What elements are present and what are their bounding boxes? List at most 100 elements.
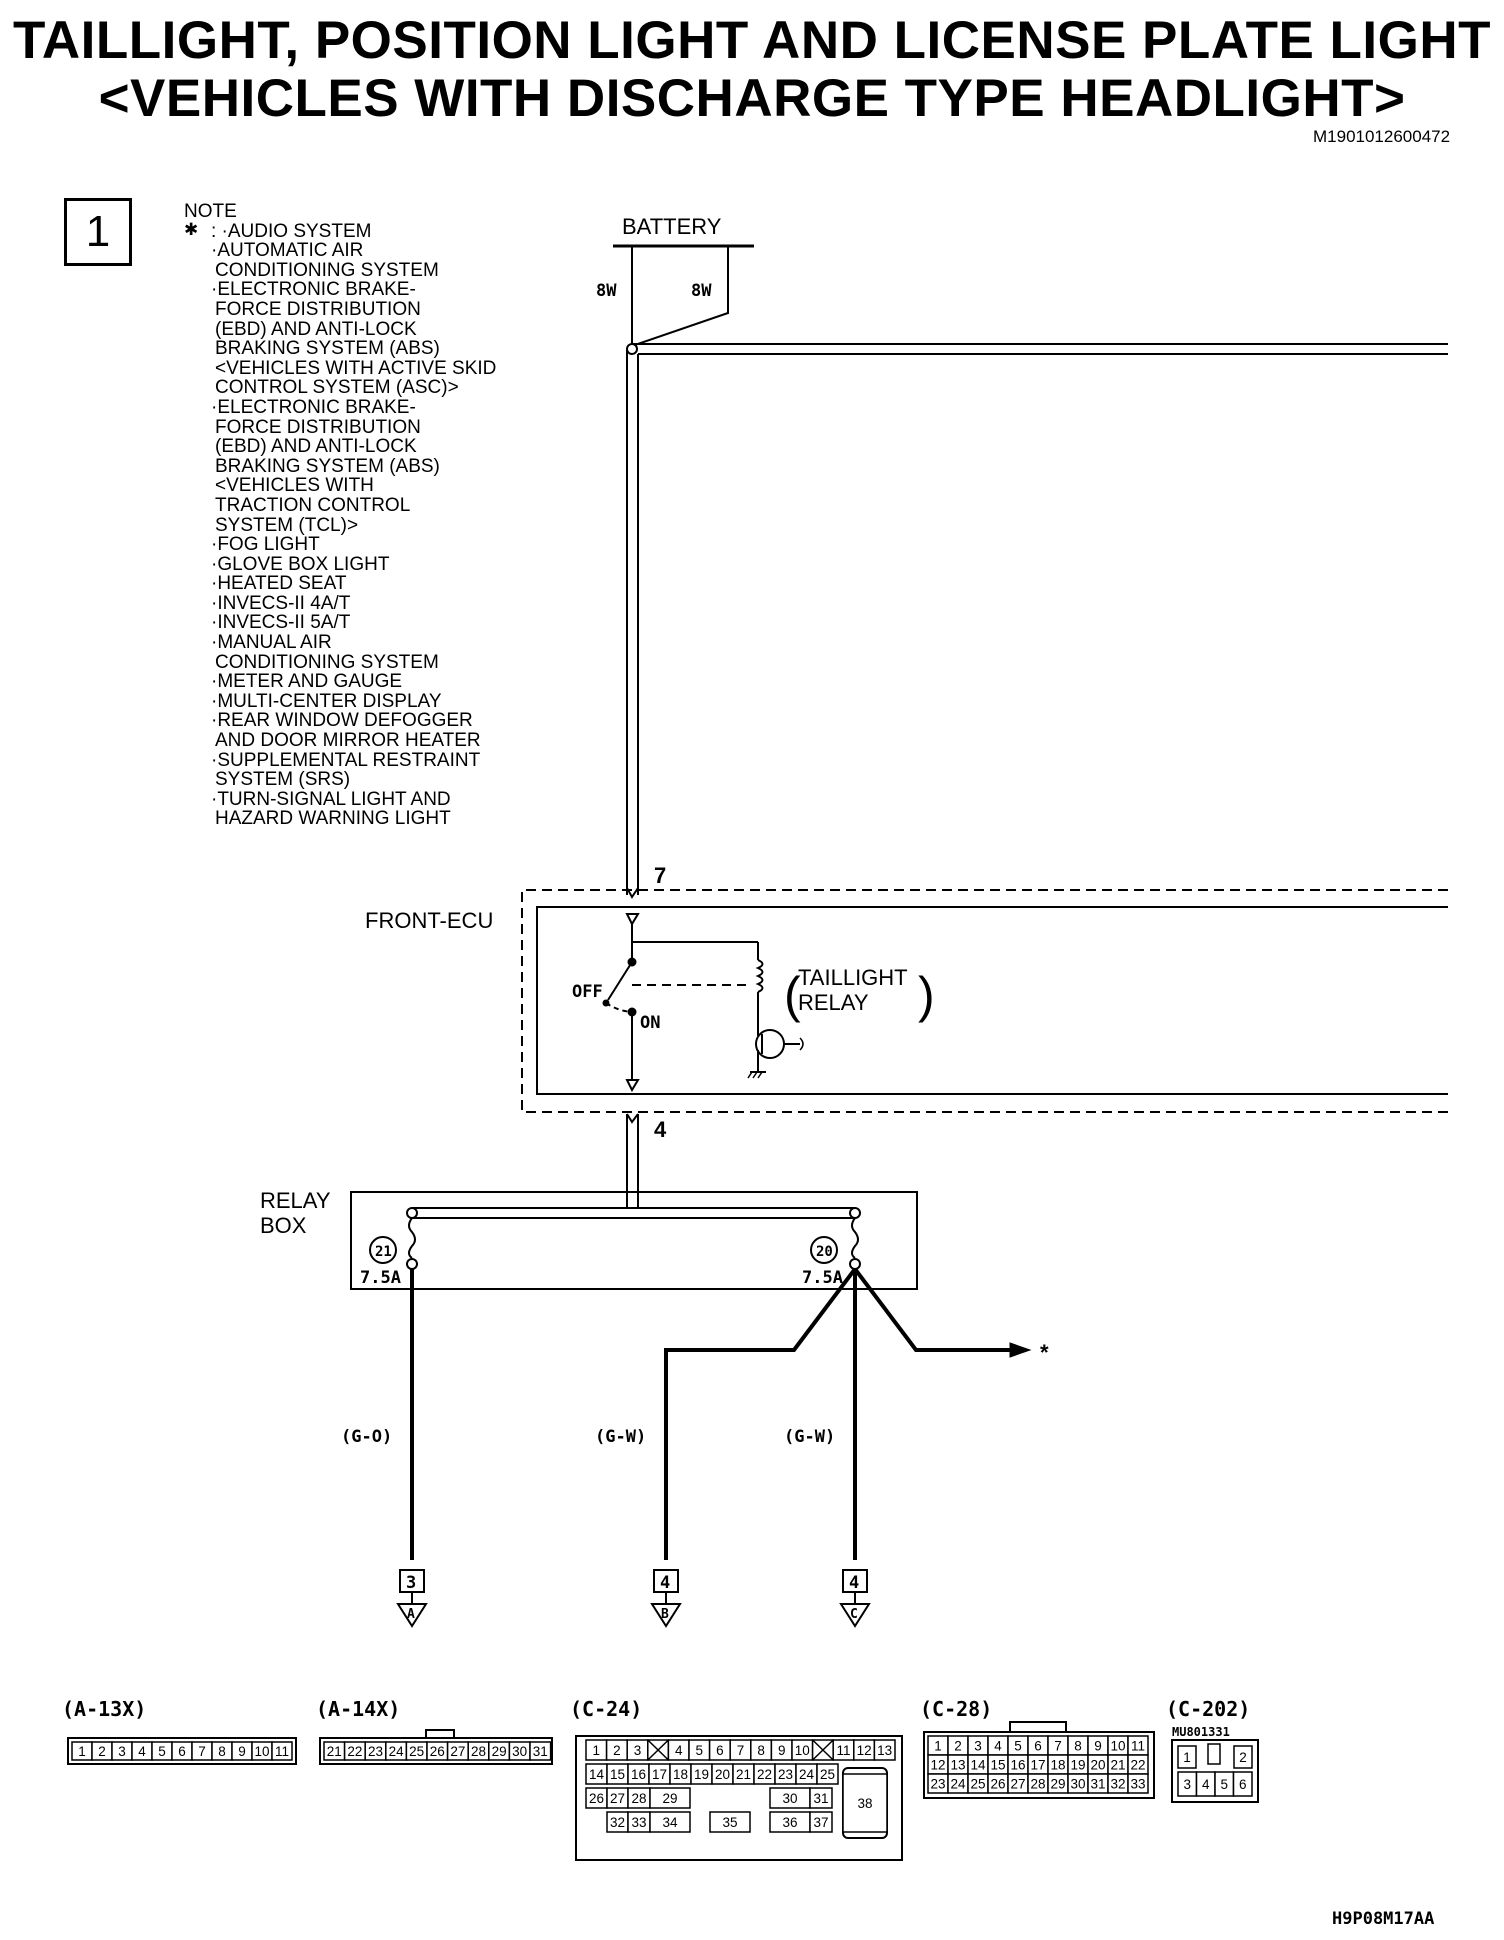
a14x-pin: 22 [347, 1744, 362, 1759]
c28-pin: 18 [1050, 1758, 1065, 1773]
note-line: FORCE DISTRIBUTION [215, 298, 421, 320]
a13x-pin: 7 [198, 1744, 206, 1759]
c24-pin: 33 [631, 1815, 646, 1830]
switch-on-label: ON [640, 1013, 660, 1033]
note-line: HAZARD WARNING LIGHT [215, 808, 451, 830]
battery-right-lead [631, 246, 729, 347]
wire-ref-b: B [661, 1607, 669, 1622]
note-line: FORCE DISTRIBUTION [215, 416, 421, 438]
wire-ref-c: C [850, 1607, 858, 1622]
c28-pin: 19 [1070, 1758, 1085, 1773]
relay-label-2: RELAY [798, 990, 869, 1015]
a13x-pin: 6 [178, 1744, 186, 1759]
c24-pin-cell [816, 1763, 839, 1785]
relay-box-label-1: RELAY [260, 1188, 331, 1213]
connector-c202-body [1171, 1739, 1259, 1803]
c24-pin-cell [842, 1773, 888, 1833]
a14x-pin: 26 [430, 1744, 445, 1759]
relay-coil [755, 959, 764, 993]
relay-box-outline [350, 1191, 918, 1290]
c202-pin-cell [1232, 1771, 1253, 1797]
c202-pin: 1 [1183, 1750, 1191, 1765]
a14x-pin: 29 [492, 1744, 507, 1759]
c28-pin: 21 [1110, 1758, 1125, 1773]
note-line: CONDITIONING SYSTEM [215, 651, 439, 673]
connector-c202-name: (C-202) [1166, 1697, 1250, 1721]
fuse-a-rating: 7.5A [360, 1268, 401, 1288]
a14x-pin: 31 [533, 1744, 548, 1759]
a14x-pin: 25 [409, 1744, 424, 1759]
c202-pin-cell [1233, 1745, 1253, 1769]
a13x-pin: 5 [158, 1744, 166, 1759]
c24-pin: 36 [782, 1815, 797, 1830]
c28-pin: 7 [1054, 1739, 1062, 1754]
note-line: (EBD) AND ANTI-LOCK [215, 318, 417, 340]
note-line: ·AUTOMATIC AIR [211, 240, 364, 262]
c202-pin: 2 [1239, 1750, 1247, 1765]
battery-fuse-right: 8W [691, 281, 712, 301]
wire-ref-a: A [407, 1607, 415, 1622]
c24-pin: 1 [593, 1743, 601, 1758]
front-ecu-label: FRONT-ECU [365, 908, 493, 933]
svg-text:(: ( [784, 967, 801, 1023]
title-line-2: <VEHICLES WITH DISCHARGE TYPE HEADLIGHT> [98, 69, 1406, 128]
wire-color-b: (G-W) [595, 1427, 646, 1447]
c28-pin: 15 [990, 1758, 1005, 1773]
c28-pin: 30 [1070, 1777, 1085, 1792]
c202-pin: 6 [1239, 1777, 1247, 1792]
c202-pin: 3 [1183, 1777, 1191, 1792]
c24-pin: 34 [662, 1815, 678, 1830]
wire-color-a: (G-O) [341, 1427, 392, 1447]
c28-pin: 13 [950, 1758, 965, 1773]
note-line: BRAKING SYSTEM (ABS) [215, 455, 440, 477]
front-ecu-inner [536, 906, 1448, 1095]
c24-pin: 7 [737, 1743, 745, 1758]
note-line: ·GLOVE BOX LIGHT [211, 553, 390, 575]
c24-pin-cell [873, 1739, 896, 1761]
c28-pin: 33 [1130, 1777, 1145, 1792]
c28-pin: 2 [954, 1739, 962, 1754]
note-line: ·REAR WINDOW DEFOGGER [211, 710, 473, 732]
c28-pin: 32 [1110, 1777, 1125, 1792]
c28-pin: 24 [950, 1777, 966, 1792]
connector-c202-part: MU801331 [1172, 1725, 1230, 1739]
c24-pin: 31 [813, 1791, 828, 1806]
wire-color-c: (G-W) [784, 1427, 835, 1447]
c28-pin: 28 [1030, 1777, 1045, 1792]
figure-code: H9P08M17AA [1332, 1909, 1434, 1929]
c24-pin: 23 [778, 1767, 793, 1782]
note-line: AND DOOR MIRROR HEATER [215, 730, 481, 752]
switch-off-label: OFF [572, 982, 603, 1002]
c24-pin: 19 [694, 1767, 709, 1782]
a13x-pin: 11 [275, 1744, 289, 1759]
c24-pin: 16 [631, 1767, 646, 1782]
splice-point [626, 343, 638, 355]
c24-pin: 26 [589, 1791, 604, 1806]
a14x-pin: 24 [389, 1744, 405, 1759]
c24-pin: 2 [613, 1743, 621, 1758]
a14x-pin: 23 [368, 1744, 383, 1759]
fuse-b-rating: 7.5A [802, 1268, 843, 1288]
c24-pin-blank [812, 1739, 834, 1761]
note-line: ·TURN-SIGNAL LIGHT AND [211, 788, 451, 810]
wire-pin-c: 4 [849, 1573, 859, 1593]
note-line: CONDITIONING SYSTEM [215, 259, 439, 281]
c28-pin: 8 [1074, 1739, 1082, 1754]
note-line: : ·AUDIO SYSTEM [211, 220, 372, 242]
a13x-pin: 2 [98, 1744, 106, 1759]
note-heading: NOTE [184, 201, 237, 222]
c24-pin: 15 [610, 1767, 625, 1782]
connector-c24-body [575, 1735, 903, 1861]
c28-pin: 6 [1034, 1739, 1042, 1754]
c24-pin-cell [809, 1787, 833, 1809]
c24-pin: 22 [757, 1767, 772, 1782]
a13x-pin-cell [271, 1741, 293, 1761]
connector-a14x-name: (A-14X) [316, 1697, 400, 1721]
c28-pin-cell [1127, 1773, 1149, 1794]
c202-pin: 4 [1202, 1777, 1210, 1792]
c28-pin: 27 [1010, 1777, 1025, 1792]
connector-a13x-name: (A-13X) [62, 1697, 146, 1721]
